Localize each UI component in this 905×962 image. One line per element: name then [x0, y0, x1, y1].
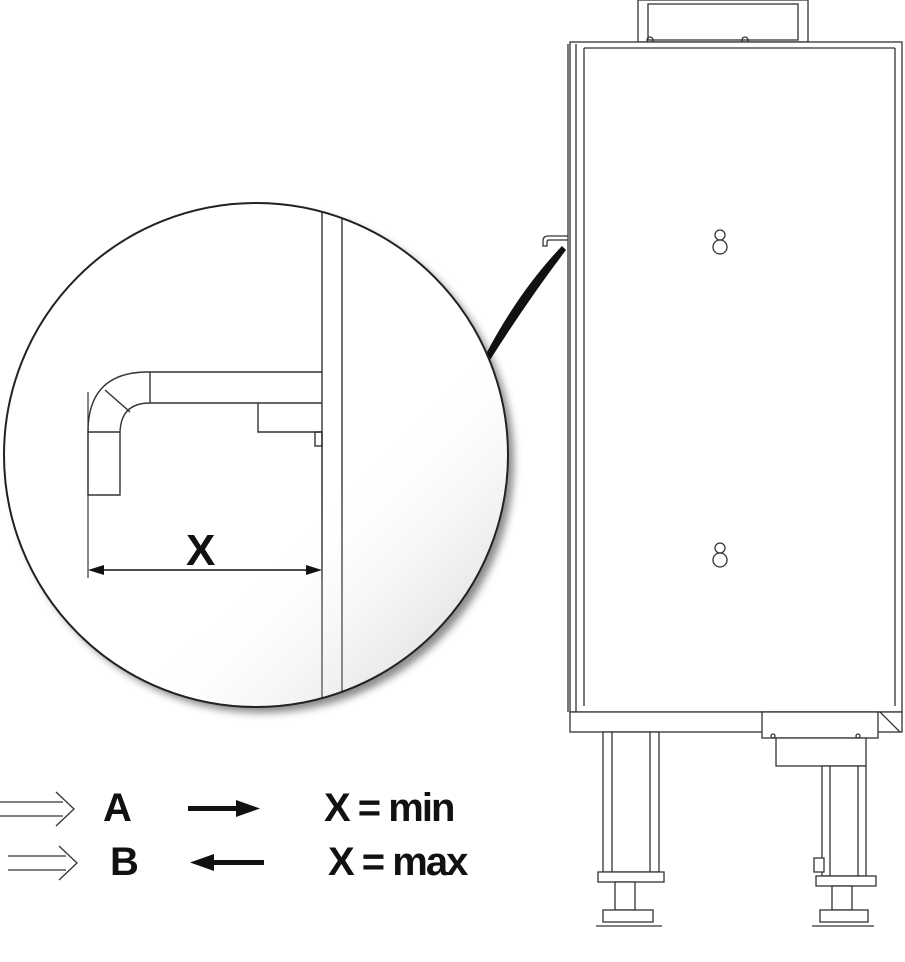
- keyhole-slot: [712, 229, 728, 255]
- foot-right: [819, 909, 869, 923]
- callout-leader: [487, 246, 566, 360]
- legend-key-b: B: [110, 840, 139, 884]
- legend-result-a: X = min: [324, 786, 455, 830]
- legend-key-a: A: [103, 786, 132, 830]
- magnifier: [3, 202, 509, 708]
- dimension-x-arrow: [88, 565, 322, 575]
- hook-small: [542, 235, 568, 247]
- leg-right: [821, 765, 867, 877]
- machine-side-view: [542, 0, 903, 927]
- cabinet-body: [569, 41, 903, 713]
- foot-left: [602, 909, 654, 923]
- hollow-arrow-icon: [0, 791, 75, 827]
- dimension-x-label: X: [186, 526, 215, 575]
- keyhole-slot: [712, 542, 728, 568]
- arrow-left-icon: [190, 854, 264, 871]
- top-unit: [637, 0, 809, 43]
- legend-result-b: X = max: [328, 840, 468, 884]
- drip-unit: [761, 711, 879, 739]
- arrow-right-icon: [188, 800, 260, 817]
- hollow-arrow-icon: [8, 845, 78, 881]
